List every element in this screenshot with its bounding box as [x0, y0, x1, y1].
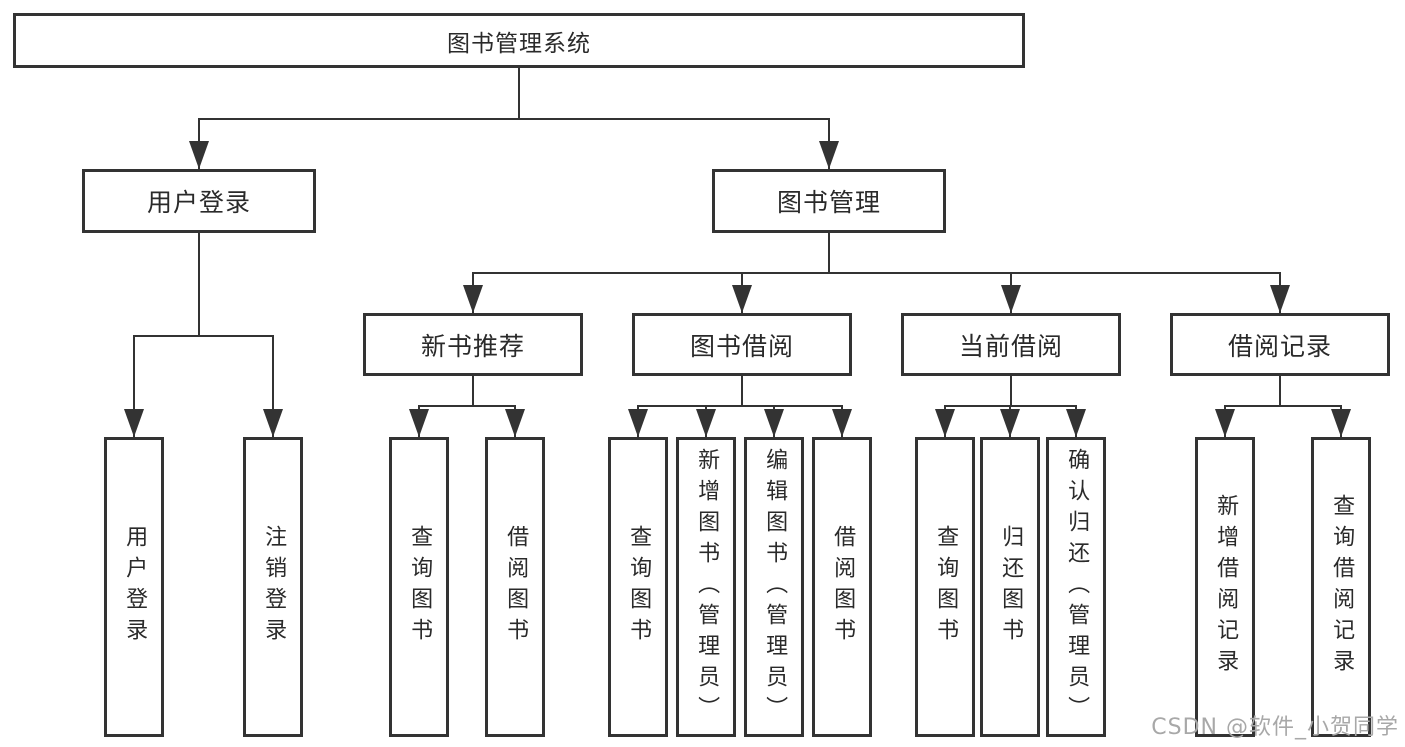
connector-line	[637, 405, 843, 407]
arrowhead-icon	[1066, 409, 1086, 437]
connector-line	[1224, 405, 1342, 407]
node-book-borrowing: 图书借阅	[632, 313, 852, 376]
connector-line	[198, 233, 200, 335]
node-label: 查询图书	[407, 525, 433, 649]
node-label: 图书管理	[776, 188, 881, 217]
node-borrow-records: 借阅记录	[1170, 313, 1390, 376]
connector-line	[133, 335, 135, 437]
node-book-management: 图书管理	[712, 169, 946, 233]
node-label: 当前借阅	[958, 331, 1063, 361]
arrowhead-icon	[832, 409, 852, 437]
arrowhead-icon	[628, 409, 648, 437]
node-label: 图书管理系统	[447, 30, 591, 57]
leaf-nb-borrow-books: 借阅图书	[485, 437, 545, 737]
leaf-bb-add-books-admin: 新增图书（管理员）	[676, 437, 736, 737]
arrowhead-icon	[1215, 409, 1235, 437]
leaf-br-query-record: 查询借阅记录	[1311, 437, 1371, 737]
leaf-cb-confirm-return-admin: 确认归还（管理员）	[1046, 437, 1106, 737]
node-root-library-management-system: 图书管理系统	[13, 13, 1025, 68]
connector-line	[828, 233, 830, 272]
arrowhead-icon	[189, 141, 209, 169]
leaf-bb-edit-books-admin: 编辑图书（管理员）	[744, 437, 804, 737]
connector-line	[418, 405, 516, 407]
leaf-nb-query-books: 查询图书	[389, 437, 449, 737]
node-label: 确认归还（管理员）	[1064, 447, 1090, 727]
leaf-br-add-record: 新增借阅记录	[1195, 437, 1255, 737]
leaf-user-login: 用户登录	[104, 437, 164, 737]
arrowhead-icon	[1000, 409, 1020, 437]
leaf-bb-query-books: 查询图书	[608, 437, 668, 737]
arrowhead-icon	[696, 409, 716, 437]
connector-line	[272, 335, 274, 437]
connector-line	[1279, 376, 1281, 405]
arrowhead-icon	[732, 285, 752, 313]
arrowhead-icon	[1331, 409, 1351, 437]
node-label: 新增图书（管理员）	[694, 447, 720, 727]
node-new-book-recommendation: 新书推荐	[363, 313, 583, 376]
connector-line	[1010, 376, 1012, 405]
arrowhead-icon	[935, 409, 955, 437]
node-label: 借阅图书	[503, 525, 529, 649]
node-label: 编辑图书（管理员）	[762, 447, 788, 727]
node-label: 借阅记录	[1227, 331, 1332, 361]
arrowhead-icon	[409, 409, 429, 437]
arrowhead-icon	[263, 409, 283, 437]
leaf-logout: 注销登录	[243, 437, 303, 737]
arrowhead-icon	[1270, 285, 1290, 313]
node-label: 查询图书	[933, 525, 959, 649]
node-label: 新书推荐	[420, 331, 525, 361]
connector-line	[741, 376, 743, 405]
node-label: 归还图书	[998, 525, 1024, 649]
node-label: 注销登录	[261, 525, 287, 649]
arrowhead-icon	[505, 409, 525, 437]
leaf-cb-return-books: 归还图书	[980, 437, 1040, 737]
connector-line	[472, 272, 1281, 274]
node-label: 图书借阅	[689, 331, 794, 361]
leaf-bb-borrow-books: 借阅图书	[812, 437, 872, 737]
arrowhead-icon	[1001, 285, 1021, 313]
node-label: 查询图书	[626, 525, 652, 649]
leaf-cb-query-books: 查询图书	[915, 437, 975, 737]
arrowhead-icon	[124, 409, 144, 437]
connector-line	[133, 335, 274, 337]
arrowhead-icon	[819, 141, 839, 169]
arrowhead-icon	[463, 285, 483, 313]
csdn-watermark: CSDN @软件_小贺同学	[1151, 715, 1399, 740]
connector-line	[472, 376, 474, 405]
node-label: 新增借阅记录	[1213, 494, 1239, 680]
connector-line	[198, 118, 830, 120]
node-label: 查询借阅记录	[1329, 494, 1355, 680]
connector-line	[518, 68, 520, 118]
node-label: 用户登录	[146, 188, 251, 217]
node-user-login: 用户登录	[82, 169, 316, 233]
node-label: 用户登录	[122, 525, 148, 649]
node-label: 借阅图书	[830, 525, 856, 649]
node-current-borrowing: 当前借阅	[901, 313, 1121, 376]
arrowhead-icon	[764, 409, 784, 437]
